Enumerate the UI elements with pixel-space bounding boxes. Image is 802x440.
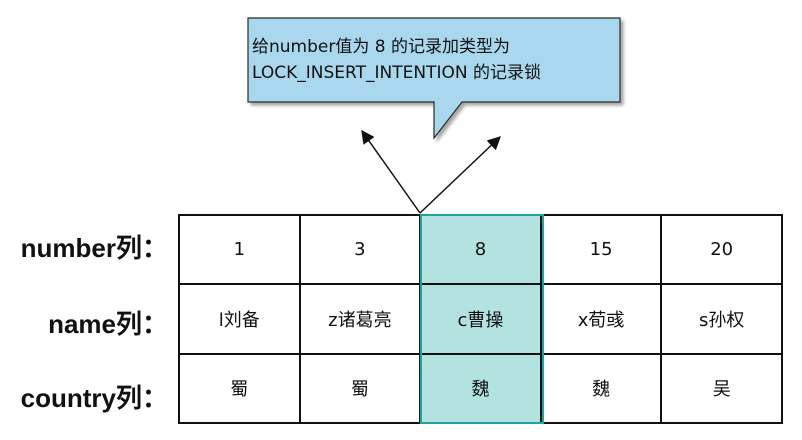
cell-name: x荀彧	[540, 284, 662, 354]
callout-bubble	[247, 17, 621, 140]
cell-number: 15	[540, 215, 662, 285]
cell-number: 3	[299, 215, 421, 285]
callout-text: 给number值为 8 的记录加类型为 LOCK_INSERT_INTENTIO…	[252, 34, 622, 86]
cell-number: 20	[661, 215, 782, 285]
row-label-country: country列：	[20, 383, 168, 413]
arrow-right	[419, 136, 501, 214]
cell-number-highlighted: 8	[420, 215, 541, 285]
callout-line-1: 给number值为 8 的记录加类型为	[252, 37, 510, 57]
cell-country: 魏	[540, 353, 662, 423]
row-label-number: number列：	[20, 233, 168, 263]
cell-country-highlighted: 魏	[420, 353, 541, 423]
callout-line-2: LOCK_INSERT_INTENTION 的记录锁	[252, 63, 541, 83]
cell-name: z诸葛亮	[299, 284, 421, 354]
cell-country: 蜀	[299, 353, 421, 423]
cell-name: s孙权	[661, 284, 782, 354]
records-table: 1 3 8 15 20 l刘备 z诸葛亮 c曹操 x荀彧 s孙权 蜀 蜀 魏 魏…	[178, 214, 783, 424]
cell-country: 蜀	[179, 353, 300, 423]
row-label-name: name列：	[48, 309, 168, 339]
cell-country: 吴	[661, 353, 782, 423]
arrow-left	[361, 129, 421, 214]
cell-name-highlighted: c曹操	[420, 284, 541, 354]
cell-number: 1	[179, 215, 300, 285]
cell-name: l刘备	[179, 284, 300, 354]
